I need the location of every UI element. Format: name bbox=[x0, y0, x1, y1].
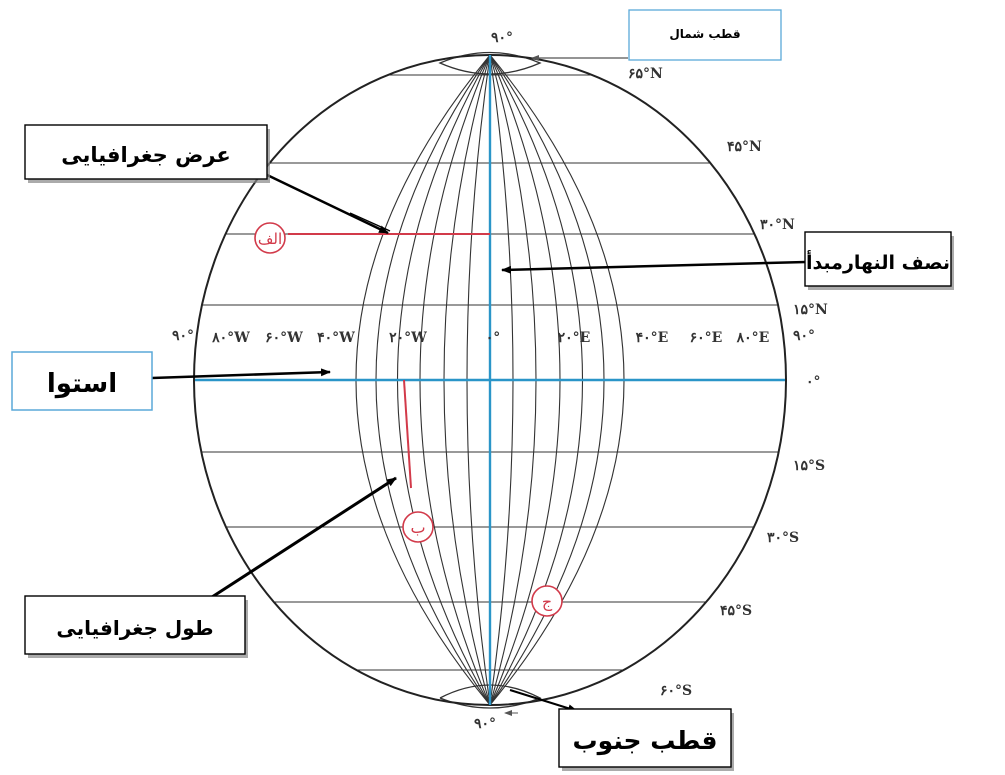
north-pole-label: قطب شمال bbox=[669, 27, 740, 41]
longitude-label: ۸۰°W bbox=[211, 330, 250, 346]
marker-b-label: ب bbox=[410, 518, 425, 537]
south-pole-callout: قطب جنوب bbox=[558, 708, 734, 771]
latitude-label: عرض جغرافیایی bbox=[61, 143, 231, 167]
longitude-label: ۴۰°E bbox=[636, 330, 669, 346]
latitude-label: ۹۰° bbox=[474, 716, 496, 732]
equator-arrow bbox=[151, 368, 331, 380]
latitude-label: ۶۵°N bbox=[628, 66, 663, 82]
longitude-label: ۴۰°W bbox=[317, 330, 355, 346]
latitude-label: ۹۰° bbox=[491, 30, 513, 46]
longitude-arrow bbox=[211, 476, 397, 599]
prime-meridian-label: نصف النهارمبدأ bbox=[806, 250, 950, 274]
latitude-label: ۴۵°S bbox=[720, 603, 752, 619]
longitude-label: طول جغرافیایی bbox=[56, 616, 213, 640]
longitude-label: ۸۰°E bbox=[736, 330, 770, 346]
callout-arrows bbox=[151, 55, 807, 716]
equator-callout: استوا bbox=[11, 351, 153, 411]
longitude-measure-line bbox=[403, 379, 412, 489]
marker-b: ب bbox=[402, 511, 434, 543]
longitude-labels: ۹۰° ۸۰°W ۶۰°W ۴۰°W ۲۰°W ۰° ۲۰°E ۴۰°E ۶۰°… bbox=[172, 328, 769, 346]
longitude-callout: طول جغرافیایی bbox=[24, 595, 248, 658]
marker-c-label: ج bbox=[542, 592, 553, 612]
marker-a-label: الف bbox=[258, 230, 282, 248]
longitude-label: ۰° bbox=[486, 330, 501, 346]
latitude-label: ۳۰°S bbox=[767, 530, 799, 546]
marker-c: ج bbox=[531, 585, 563, 617]
south-pole-label: قطب جنوب bbox=[573, 726, 718, 756]
latitude-label: ۱۵°S bbox=[793, 458, 825, 474]
prime-meridian-arrow bbox=[501, 260, 807, 274]
equator-label: استوا bbox=[47, 369, 117, 399]
north-pole-callout: قطب شمال bbox=[628, 9, 782, 61]
north-polar-cap bbox=[438, 51, 542, 75]
prime-meridian-callout: نصف النهارمبدأ bbox=[804, 231, 954, 290]
latitude-arrow-tail bbox=[349, 212, 391, 232]
longitude-label: ۲۰°E bbox=[558, 330, 591, 346]
longitude-label: ۶۰°W bbox=[265, 330, 303, 346]
latitude-label: ۶۰°S bbox=[660, 683, 692, 699]
latitude-label: ۱۵°N bbox=[793, 302, 828, 318]
latitude-labels: ۹۰° ۶۵°N ۴۵°N ۳۰°N ۱۵°N ۹۰° ۰° ۱۵°S ۳۰°S… bbox=[474, 30, 828, 732]
marker-a: الف bbox=[254, 222, 286, 254]
latitude-label: ۳۰°N bbox=[760, 217, 795, 233]
longitude-label: ۹۰° bbox=[172, 328, 194, 344]
latitude-label: ۴۵°N bbox=[727, 139, 762, 155]
south-pole-arrow bbox=[509, 689, 578, 713]
latitude-label: ۹۰° bbox=[793, 328, 815, 344]
longitude-label: ۶۰°E bbox=[690, 330, 723, 346]
latitude-callout: عرض جغرافیایی bbox=[24, 124, 270, 183]
longitude-label: ۲۰°W bbox=[389, 330, 427, 346]
latitude-arrow bbox=[262, 171, 389, 235]
latitude-label: ۰° bbox=[806, 374, 821, 390]
south-polar-cap bbox=[439, 684, 542, 709]
